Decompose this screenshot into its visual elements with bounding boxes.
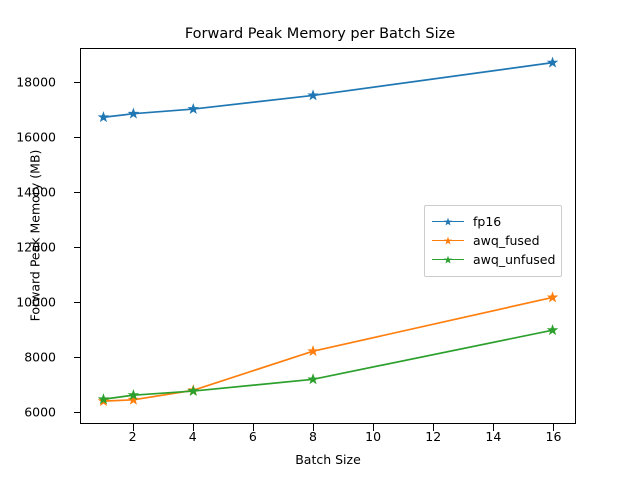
legend-star-icon — [443, 217, 453, 226]
x-tick-mark — [433, 424, 435, 431]
legend-item-awq_fused[interactable]: awq_fused — [432, 231, 554, 250]
y-tick-label: 14000 — [16, 184, 56, 200]
data-point-marker — [546, 324, 559, 336]
y-tick-label: 10000 — [16, 294, 56, 310]
data-point-marker — [546, 56, 559, 68]
y-tick-mark — [73, 137, 80, 139]
data-point-marker — [307, 89, 319, 101]
series-line — [103, 329, 553, 401]
data-point-marker — [307, 345, 319, 357]
y-tick-mark — [73, 411, 80, 413]
x-tick-label: 12 — [425, 429, 442, 444]
legend-label: awq_fused — [473, 233, 540, 248]
series-line — [103, 296, 553, 403]
x-axis-label: Batch Size — [295, 452, 361, 467]
y-tick-mark — [73, 82, 80, 84]
data-point-marker — [127, 393, 140, 405]
x-tick-label: 10 — [365, 429, 382, 444]
legend-label: awq_unfused — [473, 252, 556, 267]
series-awq_unfused — [97, 324, 559, 405]
y-tick-label: 16000 — [16, 129, 56, 145]
chart-title: Forward Peak Memory per Batch Size — [184, 26, 456, 42]
x-tick-mark — [192, 424, 194, 431]
x-tick-label: 16 — [545, 429, 562, 444]
y-tick-label: 12000 — [16, 239, 56, 255]
legend-swatch-icon — [432, 234, 464, 248]
x-tick-label: 4 — [188, 429, 197, 444]
chart-legend[interactable]: fp16 awq_fused awq_unfused — [424, 205, 562, 277]
y-tick-mark — [73, 192, 80, 194]
x-tick-mark — [553, 424, 555, 431]
x-tick-label: 6 — [248, 429, 257, 444]
x-tick-mark — [252, 424, 254, 431]
legend-star-icon — [443, 236, 453, 245]
data-point-marker — [97, 111, 110, 123]
data-point-marker — [307, 373, 319, 385]
series-lines — [97, 56, 559, 407]
x-tick-mark — [373, 424, 375, 431]
legend-item-awq_unfused[interactable]: awq_unfused — [432, 250, 556, 269]
y-tick-mark — [73, 246, 80, 248]
legend-swatch-icon — [432, 215, 464, 229]
legend-swatch-icon — [432, 253, 464, 267]
legend-item-fp16[interactable]: fp16 — [432, 212, 554, 231]
y-tick-label: 18000 — [16, 74, 56, 90]
y-tick-mark — [73, 301, 80, 303]
x-tick-label: 8 — [308, 429, 317, 444]
data-point-marker — [127, 389, 140, 401]
series-line — [103, 61, 553, 119]
data-point-marker — [187, 102, 200, 114]
x-tick-label: 14 — [485, 429, 502, 444]
y-tick-mark — [73, 356, 80, 358]
data-point-marker — [127, 107, 140, 119]
data-point-marker — [546, 291, 559, 303]
series-fp16 — [97, 56, 559, 123]
legend-label: fp16 — [473, 214, 502, 229]
data-point-marker — [187, 384, 200, 396]
y-tick-label: 6000 — [24, 404, 56, 420]
x-tick-mark — [493, 424, 495, 431]
y-axis-label: Forward Peak Memory (MB) — [27, 149, 43, 322]
series-awq_fused — [97, 291, 559, 407]
x-tick-mark — [312, 424, 314, 431]
data-point-marker — [97, 393, 110, 405]
x-tick-label: 2 — [128, 429, 137, 444]
x-tick-mark — [132, 424, 134, 431]
legend-star-icon — [443, 255, 453, 264]
y-tick-label: 8000 — [24, 349, 56, 365]
